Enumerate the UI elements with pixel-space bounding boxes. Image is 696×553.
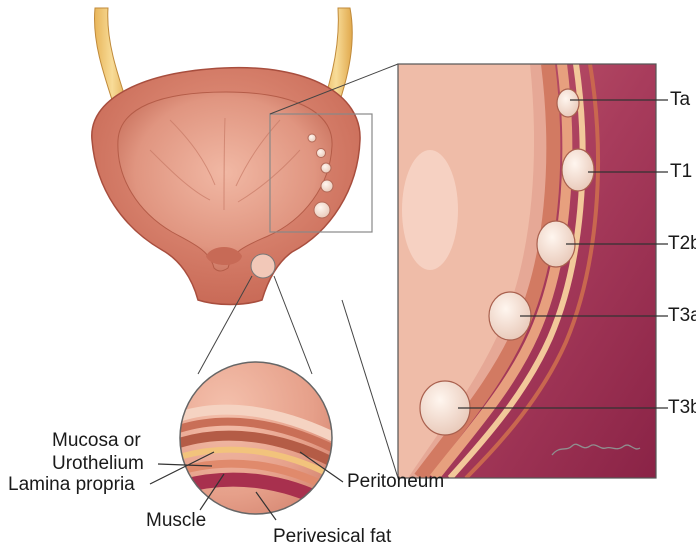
inset-source-circle <box>251 254 275 278</box>
layer-label-mucosa-line2: Urothelium <box>52 453 144 475</box>
stage-label-t3a: T3a <box>668 305 696 327</box>
layer-label-muscle: Muscle <box>146 510 206 532</box>
tumor-t1 <box>562 149 594 191</box>
layer-label-perivesical-fat: Perivesical fat <box>273 526 391 548</box>
stage-label-t1: T1 <box>670 161 692 183</box>
stage-label-t3b: T3b <box>668 397 696 419</box>
stage-label-t2b: T2b <box>668 233 696 255</box>
wall-layers-inset <box>170 360 340 520</box>
layer-label-peritoneum: Peritoneum <box>347 471 444 493</box>
layer-label-mucosa-line1: Mucosa or <box>52 430 141 452</box>
tumor-ta <box>557 89 579 117</box>
stage-label-ta: Ta <box>670 89 690 111</box>
layer-label-lamina-propria: Lamina propria <box>8 474 135 496</box>
